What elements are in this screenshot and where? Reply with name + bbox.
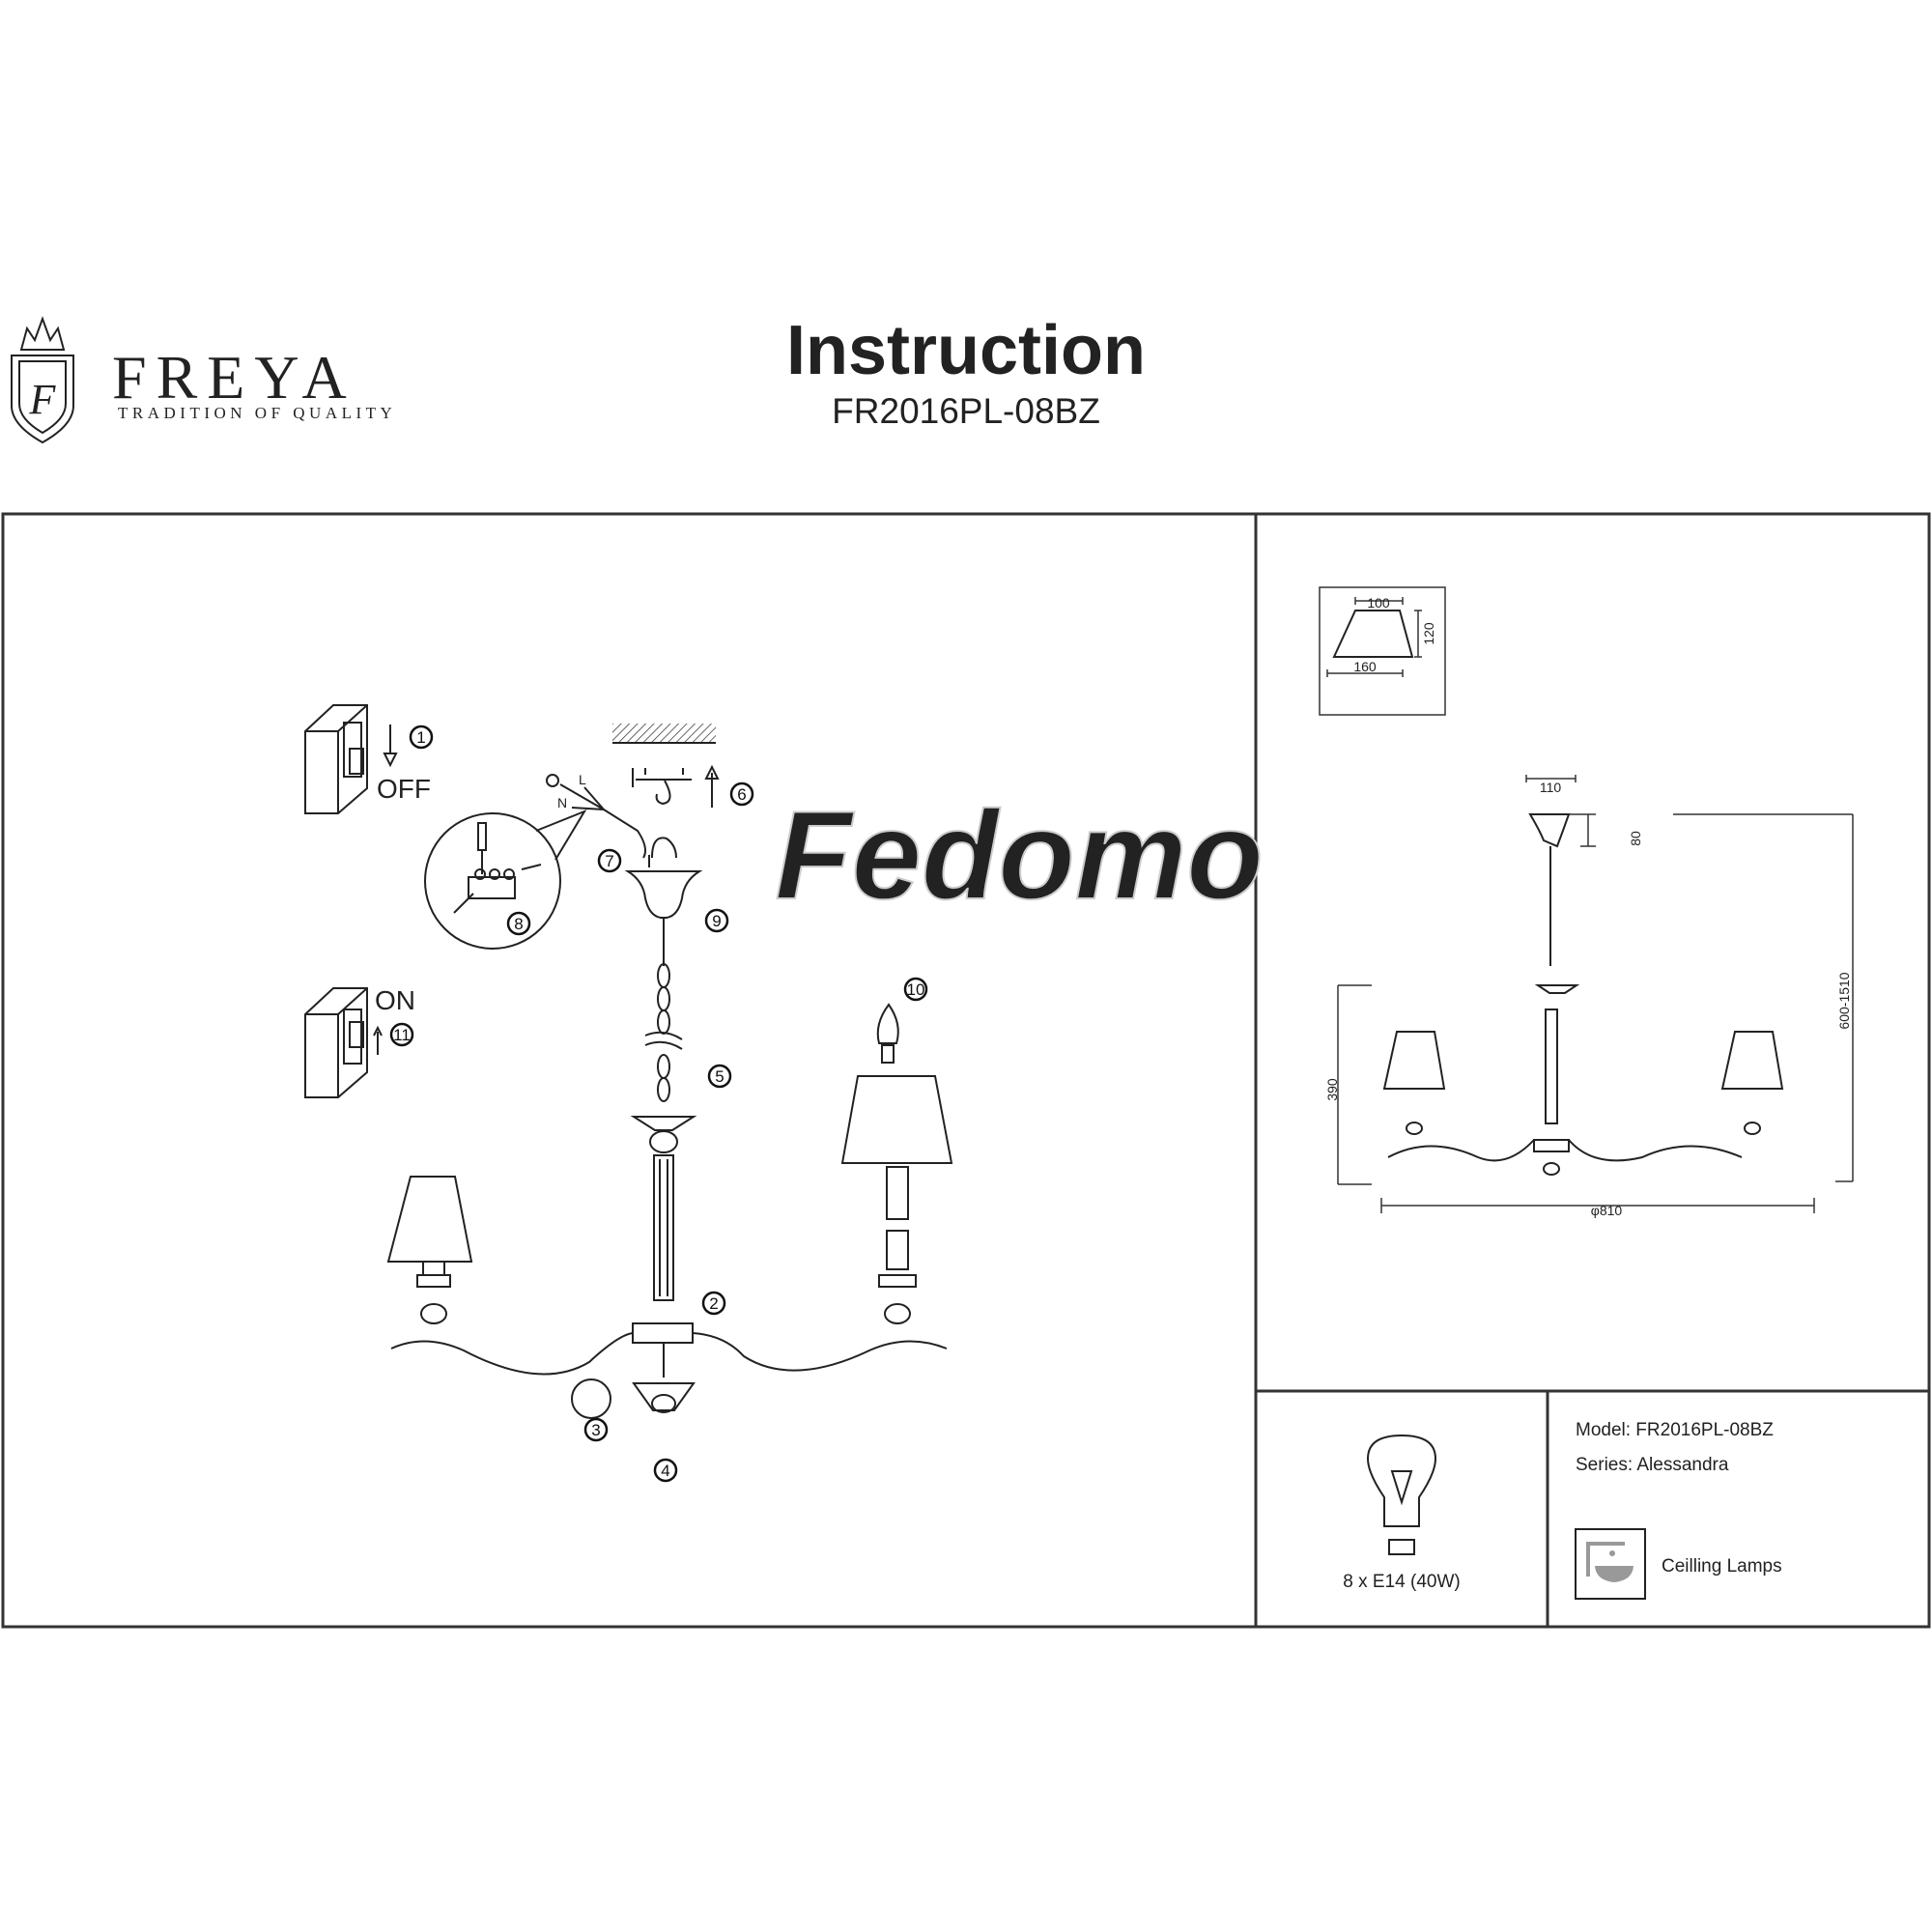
ground-icon <box>546 774 559 787</box>
diameter: φ810 <box>1591 1203 1623 1218</box>
freya-logo: F FREYA TRADITION OF QUALITY <box>11 316 396 444</box>
canopy-width: 110 <box>1540 780 1562 795</box>
step-6: 6 <box>729 781 754 807</box>
svg-text:9: 9 <box>712 912 721 930</box>
arrow-up-icon <box>373 1025 383 1055</box>
chandelier-dimensions: 110 80 600-1510 390 φ810 <box>1324 775 1854 1218</box>
bulb-spec-text: 8 x E14 (40W) <box>1343 1572 1460 1592</box>
total-height: 600-1510 <box>1836 972 1852 1029</box>
wire-label-neutral: N <box>557 795 567 810</box>
bulb-icon <box>876 1003 899 1044</box>
step-10: 10 <box>903 977 928 1002</box>
shade-dimensions: 100 160 120 <box>1319 586 1446 716</box>
svg-text:11: 11 <box>393 1026 411 1044</box>
step-8: 8 <box>506 911 531 936</box>
shade-top-width: 100 <box>1367 595 1390 611</box>
svg-text:4: 4 <box>661 1462 669 1480</box>
canopy-height: 80 <box>1628 831 1643 846</box>
step-4: 4 <box>653 1458 678 1483</box>
step-3: 3 <box>583 1417 609 1442</box>
svg-text:6: 6 <box>737 785 746 804</box>
step-markers: 1 2 3 4 5 6 7 8 9 10 11 <box>389 724 928 1483</box>
hook-icon <box>632 768 692 806</box>
switch-on-icon <box>304 987 368 1098</box>
brand-tagline: TRADITION OF QUALITY <box>118 404 396 422</box>
light-bulb-icon <box>1366 1434 1437 1555</box>
step-9: 9 <box>704 908 729 933</box>
step-11: 11 <box>389 1022 414 1047</box>
shade-bottom-width: 160 <box>1353 659 1377 674</box>
ceiling-lamp-icon <box>1575 1528 1646 1600</box>
series-text: Series: Alessandra <box>1576 1455 1729 1475</box>
bulb-spec: 8 x E14 (40W) <box>1343 1434 1461 1592</box>
shade-height: 120 <box>1421 622 1436 645</box>
svg-text:5: 5 <box>715 1067 724 1086</box>
switch-off-label: OFF <box>377 774 431 804</box>
body-height: 390 <box>1324 1078 1340 1101</box>
arrow-down-icon <box>383 724 398 768</box>
ceiling-icon <box>612 724 716 744</box>
model-code: FR2016PL-08BZ <box>832 391 1100 431</box>
svg-text:1: 1 <box>416 728 425 747</box>
switch-off-icon <box>304 704 368 814</box>
svg-text:8: 8 <box>514 915 523 933</box>
assembly-diagram: OFF ON L N <box>304 704 953 1483</box>
wire-label-live: L <box>579 772 586 787</box>
chandelier-body <box>386 1003 953 1413</box>
main-frame <box>1 512 1931 1629</box>
svg-text:3: 3 <box>591 1421 600 1439</box>
category-text: Ceilling Lamps <box>1662 1556 1782 1577</box>
svg-text:10: 10 <box>907 980 925 999</box>
arrow-up-icon <box>704 764 720 808</box>
switch-on-label: ON <box>375 985 415 1015</box>
watermark: Fedomo <box>775 784 1264 925</box>
model-text: Model: FR2016PL-08BZ <box>1576 1420 1774 1440</box>
step-5: 5 <box>707 1064 732 1089</box>
chain <box>644 918 683 1102</box>
logo-letter: F <box>29 376 57 423</box>
terminal-block-icon <box>453 822 542 914</box>
svg-text:2: 2 <box>709 1294 718 1313</box>
crest-icon: F <box>11 316 74 444</box>
canopy <box>624 870 703 919</box>
terminal-detail <box>424 812 561 950</box>
step-2: 2 <box>701 1291 726 1316</box>
step-1: 1 <box>409 724 434 750</box>
brand-name: FREYA <box>112 343 356 412</box>
page-title: Instruction <box>786 312 1146 389</box>
wire-connector-detail <box>571 1378 611 1419</box>
svg-text:7: 7 <box>605 852 613 870</box>
step-7: 7 <box>597 848 622 873</box>
